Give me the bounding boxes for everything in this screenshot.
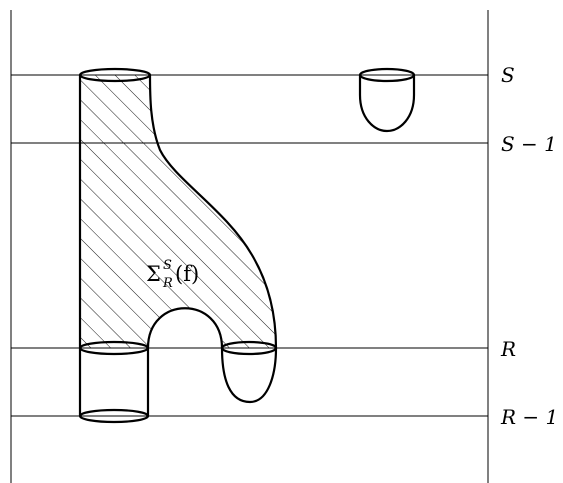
section-circle-R-left xyxy=(78,340,150,356)
cap-surface xyxy=(358,75,416,133)
region-label-subscript: R xyxy=(162,276,173,291)
level-label-R: R xyxy=(500,337,516,361)
hatched-region xyxy=(80,75,276,348)
boundary-circle-bottom xyxy=(78,408,150,424)
region-label-symbol: Σ xyxy=(146,262,161,286)
region-label-argument: (f) xyxy=(175,262,199,286)
section-circle-R-right xyxy=(220,340,278,356)
level-label-S: S xyxy=(501,63,515,87)
region-label-superscript: S xyxy=(163,258,172,273)
level-label-R-minus-1: R − 1 xyxy=(500,405,558,429)
boundary-circle-top xyxy=(78,67,152,83)
region-label: Σ S R (f) xyxy=(146,258,199,291)
level-label-S-minus-1: S − 1 xyxy=(501,132,557,156)
